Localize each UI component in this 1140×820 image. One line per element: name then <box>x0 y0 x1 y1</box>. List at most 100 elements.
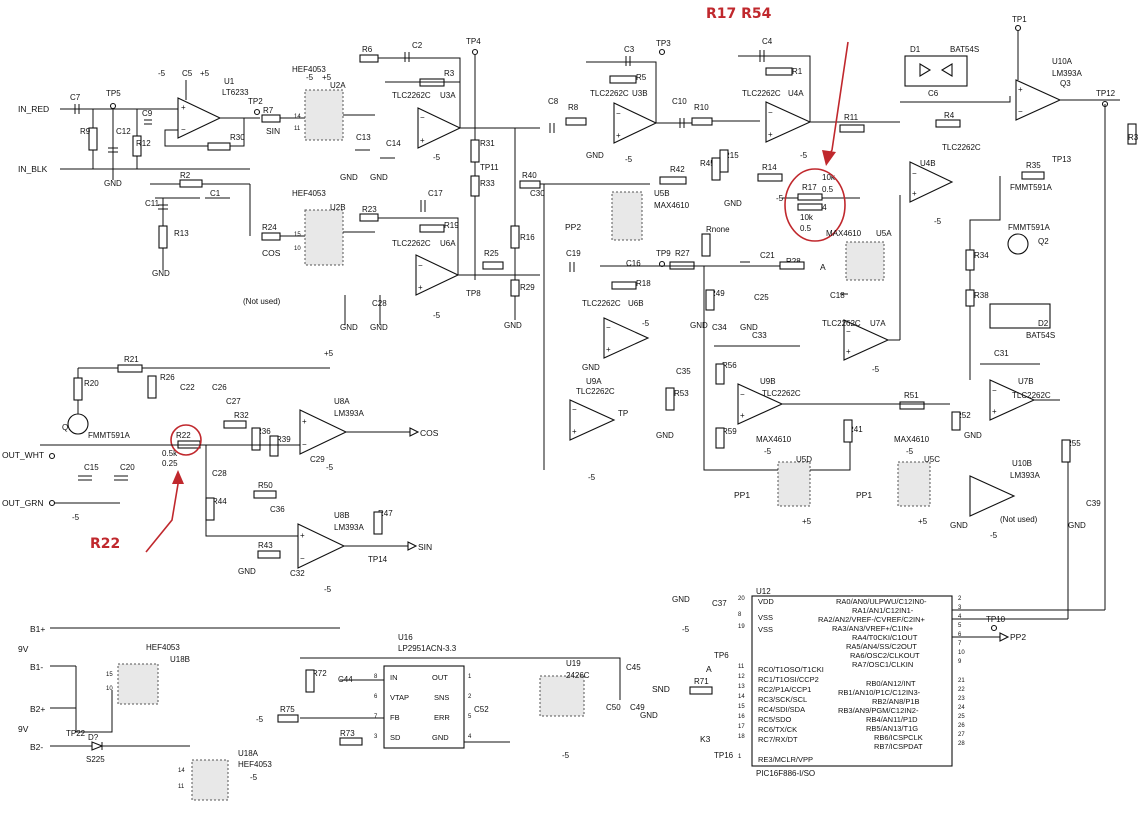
svg-text:U9A: U9A <box>586 377 602 386</box>
svg-text:C18: C18 <box>830 291 845 300</box>
svg-text:TLC2262C: TLC2262C <box>392 239 431 248</box>
svg-text:5: 5 <box>468 714 472 720</box>
svg-text:U16: U16 <box>398 633 413 642</box>
svg-text:RA1/AN1/C12IN1-: RA1/AN1/C12IN1- <box>852 606 914 615</box>
svg-text:TP3: TP3 <box>656 39 671 48</box>
svg-text:+: + <box>181 103 186 112</box>
svg-text:14: 14 <box>178 768 185 774</box>
svg-text:3: 3 <box>958 605 962 611</box>
svg-text:16: 16 <box>738 714 745 720</box>
svg-text:GND: GND <box>432 733 449 742</box>
svg-text:C49: C49 <box>630 703 645 712</box>
svg-text:7: 7 <box>374 714 378 720</box>
svg-text:U6A: U6A <box>440 239 456 248</box>
svg-text:-5: -5 <box>588 473 596 482</box>
svg-text:TP14: TP14 <box>368 555 388 564</box>
svg-text:RB2/AN8/P1B: RB2/AN8/P1B <box>872 697 920 706</box>
svg-text:TP9: TP9 <box>656 249 671 258</box>
svg-text:TLC2262C: TLC2262C <box>822 319 861 328</box>
svg-text:0.5: 0.5 <box>822 185 834 194</box>
svg-text:MAX4610: MAX4610 <box>826 229 862 238</box>
svg-text:17: 17 <box>738 724 745 730</box>
svg-text:R5: R5 <box>636 73 647 82</box>
svg-text:−: − <box>420 113 425 122</box>
u6b-opamp <box>603 317 650 359</box>
svg-text:R21: R21 <box>124 355 139 364</box>
svg-text:RA4/T0CKI/C1OUT: RA4/T0CKI/C1OUT <box>852 633 918 642</box>
svg-text:10k: 10k <box>800 213 814 222</box>
svg-text:14: 14 <box>294 114 301 120</box>
svg-text:U8A: U8A <box>334 397 350 406</box>
svg-text:R25: R25 <box>484 249 499 258</box>
svg-text:5: 5 <box>958 623 962 629</box>
svg-text:GND: GND <box>370 323 388 332</box>
svg-text:RA6/OSC2/CLKOUT: RA6/OSC2/CLKOUT <box>850 651 920 660</box>
svg-text:+5: +5 <box>324 349 334 358</box>
svg-text:TP2: TP2 <box>248 97 263 106</box>
svg-text:−: − <box>768 108 773 117</box>
svg-text:R59: R59 <box>722 427 737 436</box>
svg-text:C36: C36 <box>270 505 285 514</box>
u9b-opamp <box>737 383 784 425</box>
u18a-chip <box>191 759 229 801</box>
u3b-stage: C8 R8 C3 R5 TLC2262C U3B −+ GND TP3 C10 … <box>548 39 760 160</box>
svg-text:R6: R6 <box>362 45 373 54</box>
svg-text:GND: GND <box>740 323 758 332</box>
svg-text:-5: -5 <box>562 751 570 760</box>
svg-text:TP4: TP4 <box>466 37 481 46</box>
svg-text:10: 10 <box>294 246 301 252</box>
svg-text:R72: R72 <box>312 669 327 678</box>
svg-text:10: 10 <box>958 650 965 656</box>
svg-text:GND: GND <box>964 431 982 440</box>
svg-text:24: 24 <box>958 705 965 711</box>
svg-text:R7: R7 <box>263 106 274 115</box>
svg-text:B1+: B1+ <box>30 624 45 634</box>
svg-text:TLC2262C: TLC2262C <box>942 143 981 152</box>
svg-text:RB3/AN9/PGM/C12IN2-: RB3/AN9/PGM/C12IN2- <box>838 706 919 715</box>
svg-text:+5: +5 <box>200 69 210 78</box>
svg-text:C52: C52 <box>474 705 489 714</box>
svg-text:(Not used): (Not used) <box>243 297 281 306</box>
svg-text:C12: C12 <box>116 127 131 136</box>
svg-text:U3A: U3A <box>440 91 456 100</box>
svg-text:GND: GND <box>1068 521 1086 530</box>
svg-text:RE3/MCLR/VPP: RE3/MCLR/VPP <box>758 755 813 764</box>
svg-text:+: + <box>300 531 305 540</box>
svg-text:−: − <box>616 109 621 118</box>
svg-text:3: 3 <box>374 734 378 740</box>
svg-text:PP1: PP1 <box>734 490 750 500</box>
svg-text:+: + <box>740 411 745 420</box>
svg-text:RC4/SDI/SDA: RC4/SDI/SDA <box>758 705 805 714</box>
svg-text:R30: R30 <box>230 133 245 142</box>
svg-text:OUT_WHT: OUT_WHT <box>2 450 44 460</box>
svg-text:R27: R27 <box>675 249 690 258</box>
svg-text:0.5k: 0.5k <box>162 449 178 458</box>
svg-text:C21: C21 <box>760 251 775 260</box>
lower-middle: C19 C16 R18 TLC2262C U6B −+ GND TLC2262C… <box>566 249 950 526</box>
svg-text:TP: TP <box>618 409 628 418</box>
svg-text:OUT_GRN: OUT_GRN <box>2 498 44 508</box>
svg-text:GND: GND <box>586 151 604 160</box>
svg-text:Q1: Q1 <box>62 423 73 432</box>
svg-text:RB0/AN12/INT: RB0/AN12/INT <box>866 679 916 688</box>
svg-text:R51: R51 <box>904 391 919 400</box>
svg-text:14: 14 <box>738 694 745 700</box>
svg-text:RB4/AN11/P1D: RB4/AN11/P1D <box>866 715 918 724</box>
u18b-chip <box>117 663 159 705</box>
svg-text:GND: GND <box>724 199 742 208</box>
svg-text:C31: C31 <box>994 349 1009 358</box>
svg-text:MAX4610: MAX4610 <box>654 201 690 210</box>
u12-mcu: U12 PIC16F886-I/SO GND C37 -5 TP6 A SND … <box>652 462 1105 778</box>
svg-text:C28: C28 <box>212 469 227 478</box>
u2b-chip <box>304 209 344 266</box>
svg-text:4: 4 <box>468 734 472 740</box>
svg-text:U5B: U5B <box>654 189 670 198</box>
svg-text:RC2/P1A/CCP1: RC2/P1A/CCP1 <box>758 685 811 694</box>
svg-text:TP6: TP6 <box>714 651 729 660</box>
svg-text:R52: R52 <box>956 411 971 420</box>
svg-text:Rnone: Rnone <box>706 225 730 234</box>
u12-right-pins: RA0/AN0/ULPWU/C12IN0- 2 RA1/AN1/C12IN1- … <box>818 596 965 751</box>
svg-text:R26: R26 <box>160 373 175 382</box>
svg-text:R17: R17 <box>802 183 817 192</box>
svg-text:C45: C45 <box>626 663 641 672</box>
